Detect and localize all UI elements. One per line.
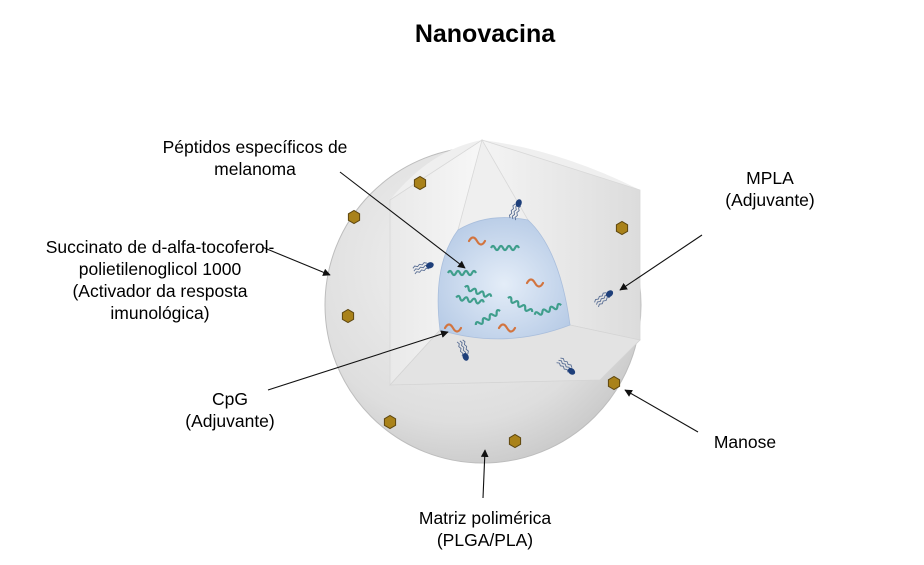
arrow-tpgs [261, 246, 331, 276]
manose-hexagon-icon [615, 220, 629, 236]
label-line: melanoma [214, 159, 296, 179]
arrow-manose [624, 389, 699, 433]
label-line: Manose [713, 432, 777, 452]
page-title: Nanovacina [414, 20, 556, 48]
manose-hexagon-icon [347, 209, 361, 225]
cpg-squiggle-icon [525, 278, 545, 288]
mpla-group [412, 199, 614, 375]
peptide-coil-icon [474, 309, 501, 326]
peptide-coil-icon [447, 269, 477, 277]
label-line: polietilenoglicol 1000 [78, 259, 242, 279]
manose-hexagon-icon [383, 414, 397, 430]
label-line: (PLGA/PLA) [436, 530, 534, 550]
mpla-lipid-icon [594, 290, 614, 308]
label-line: MPLA [746, 168, 794, 188]
label-line: Péptidos específicos de [162, 137, 348, 157]
label-manose: Manose [690, 431, 800, 453]
core-region [437, 217, 571, 340]
label-line: Succinato de d-alfa-tocoferol- [45, 237, 275, 257]
peptide-coil-icon [455, 294, 485, 305]
cpg-group [443, 236, 545, 333]
label-line: Matriz polimérica [418, 508, 552, 528]
label-line: imunológica) [110, 303, 210, 323]
label-peptides: Péptidos específicos de melanoma [140, 136, 370, 180]
manose-hexagon-icon [413, 175, 427, 191]
manose-hexagon-icon [341, 308, 355, 324]
label-line: (Adjuvante) [185, 411, 275, 431]
arrow-mpla [619, 234, 703, 291]
label-line: CpG [212, 389, 248, 409]
label-matrix: Matriz polimérica (PLGA/PLA) [395, 507, 575, 551]
mpla-lipid-icon [412, 262, 434, 275]
label-tpgs: Succinato de d-alfa-tocoferol- polietile… [20, 236, 300, 324]
cpg-squiggle-icon [467, 236, 487, 246]
label-line: (Activador da resposta [72, 281, 248, 301]
peptide-coil-icon [490, 244, 520, 252]
cpg-squiggle-icon [497, 323, 517, 333]
peptide-coil-icon [507, 296, 534, 313]
cutaway-floor [389, 324, 641, 386]
label-line: (Adjuvante) [725, 190, 815, 210]
peptide-coil-icon [464, 284, 493, 298]
arrow-matrix [480, 449, 489, 499]
manose-hexagon-icon [607, 375, 621, 391]
label-cpg: CpG (Adjuvante) [170, 388, 290, 432]
mpla-lipid-icon [456, 339, 469, 361]
mpla-lipid-icon [509, 199, 522, 221]
mpla-lipid-icon [556, 357, 576, 375]
cpg-squiggle-icon [443, 323, 463, 333]
arrow-peptides [339, 171, 466, 269]
label-mpla: MPLA (Adjuvante) [710, 167, 830, 211]
peptide-coil-icon [533, 302, 562, 316]
peptide-group [447, 244, 562, 326]
arrow-cpg [267, 330, 449, 391]
manose-group [341, 175, 629, 449]
manose-hexagon-icon [508, 433, 522, 449]
